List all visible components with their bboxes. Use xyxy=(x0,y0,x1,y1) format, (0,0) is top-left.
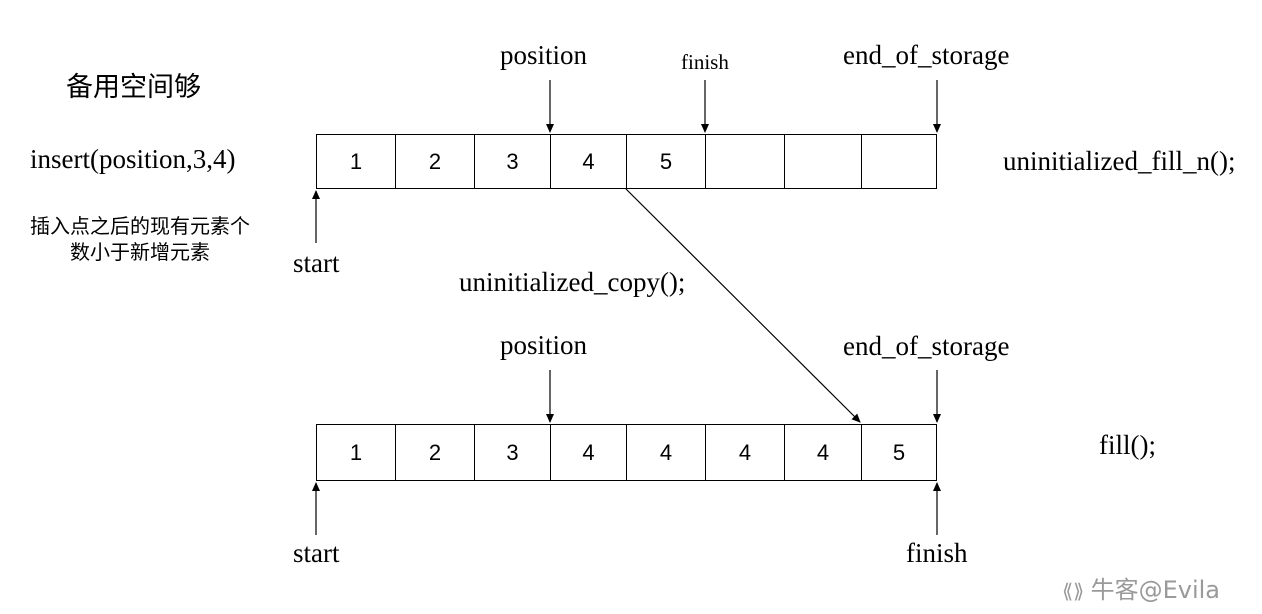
watermark-text: 牛客@Evila xyxy=(1090,576,1221,604)
bottom-end-of-storage-label: end_of_storage xyxy=(843,331,1010,361)
bottom-cell: 1 xyxy=(316,424,396,481)
bottom-cell: 5 xyxy=(861,424,937,481)
top-cell: 3 xyxy=(474,134,551,189)
bottom-position-label: position xyxy=(500,330,588,360)
bottom-cell: 4 xyxy=(626,424,706,481)
bottom-op-label: fill(); xyxy=(1099,430,1156,460)
top-cell: 4 xyxy=(550,134,627,189)
condition-text: 插入点之后的现有元素个数小于新增元素 xyxy=(30,214,250,264)
top-cell: 2 xyxy=(395,134,475,189)
copy-arrow xyxy=(625,188,861,423)
diagram-title: 备用空间够 xyxy=(66,72,201,103)
bottom-cell: 4 xyxy=(784,424,862,481)
top-start-label: start xyxy=(293,248,340,278)
bottom-finish-label: finish xyxy=(906,538,968,568)
bottom-cell: 4 xyxy=(705,424,785,481)
bottom-cell: 2 xyxy=(395,424,475,481)
top-cell xyxy=(705,134,785,189)
top-cell xyxy=(861,134,937,189)
watermark-logo-icon: ⟪⟫ xyxy=(1062,579,1091,603)
bottom-cell: 4 xyxy=(550,424,627,481)
top-cell xyxy=(784,134,862,189)
top-cell: 1 xyxy=(316,134,396,189)
top-op-label: uninitialized_fill_n(); xyxy=(1003,146,1236,176)
middle-op-label: uninitialized_copy(); xyxy=(459,267,686,297)
top-finish-label: finish xyxy=(681,50,729,74)
top-position-label: position xyxy=(500,40,588,70)
top-end-of-storage-label: end_of_storage xyxy=(843,40,1010,70)
insert-call-label: insert(position,3,4) xyxy=(30,144,236,174)
watermark: ⟪⟫ 牛客@Evila xyxy=(1062,578,1220,602)
bottom-start-label: start xyxy=(293,538,340,568)
bottom-cell: 3 xyxy=(474,424,551,481)
